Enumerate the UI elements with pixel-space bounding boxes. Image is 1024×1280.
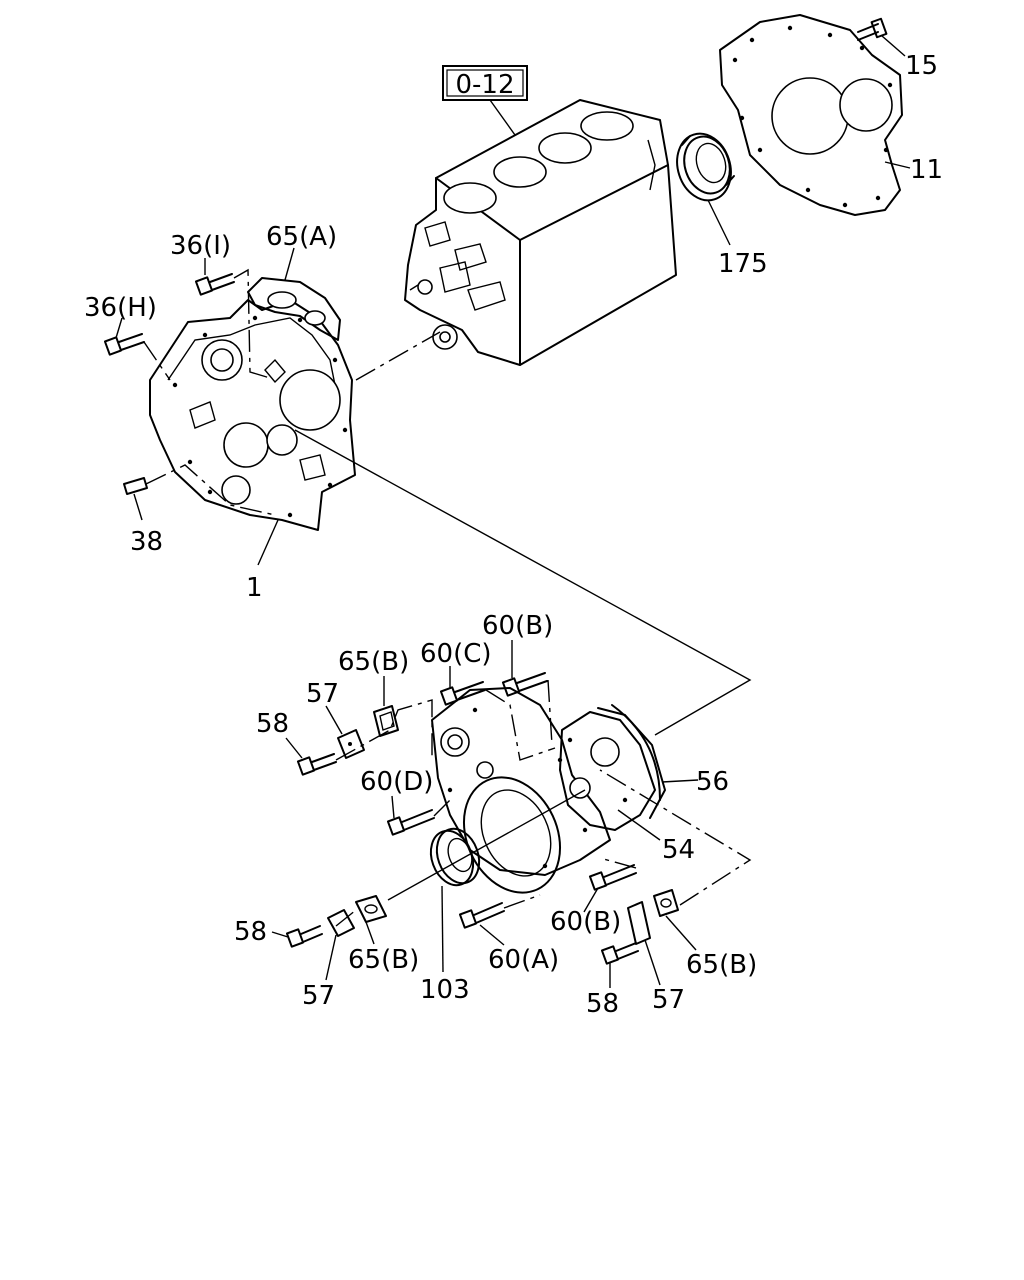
- callout-38[interactable]: 38: [130, 527, 163, 557]
- callout-1[interactable]: 1: [246, 573, 263, 603]
- leader-65a: [284, 247, 295, 281]
- leader-58-left: [271, 931, 289, 938]
- reference-box[interactable]: 0-12: [442, 65, 528, 101]
- assembly-line: [145, 464, 276, 516]
- assembly-line: [599, 857, 637, 869]
- assembly-line: [294, 429, 752, 736]
- bolt-icon: [296, 753, 337, 776]
- assembly-line: [547, 679, 553, 746]
- leader-36h: [115, 317, 123, 339]
- dowel-pin-icon: [123, 477, 148, 495]
- cover-plate-icon: [627, 901, 651, 945]
- callout-65b-left[interactable]: 65(B): [348, 945, 419, 975]
- callout-11[interactable]: 11: [910, 155, 943, 185]
- callout-36h[interactable]: 36(H): [84, 293, 157, 323]
- gasket-icon: [653, 889, 679, 917]
- leader-103: [441, 885, 444, 973]
- bolt-icon: [857, 17, 888, 41]
- callout-60c[interactable]: 60(C): [420, 639, 492, 669]
- callout-54[interactable]: 54: [662, 835, 695, 865]
- leader-57-right: [644, 939, 661, 986]
- bolt-icon: [194, 273, 235, 296]
- leader-60a: [479, 924, 505, 946]
- callout-58-bottom[interactable]: 58: [586, 989, 619, 1019]
- bolt-icon: [458, 902, 505, 929]
- reference-leader: [489, 99, 516, 136]
- leader-57-left: [325, 934, 337, 981]
- assembly-line: [335, 909, 357, 927]
- leader-65b-right: [665, 915, 697, 951]
- leader-58-top: [285, 737, 303, 759]
- leader-1: [257, 519, 279, 566]
- assembly-line: [485, 689, 556, 761]
- bolt-icon: [600, 942, 639, 965]
- assembly-line: [355, 331, 441, 381]
- bolt-icon: [285, 925, 323, 948]
- leader-175: [707, 199, 731, 246]
- leader-38: [133, 493, 143, 521]
- callout-57-left[interactable]: 57: [302, 981, 335, 1011]
- bolt-icon: [501, 672, 548, 697]
- bolt-icon: [588, 864, 637, 891]
- callout-36i[interactable]: 36(I): [170, 231, 231, 261]
- cover-plate-icon: [327, 909, 355, 937]
- assembly-line: [503, 894, 541, 909]
- callout-58-left[interactable]: 58: [234, 917, 267, 947]
- gasket-icon: [247, 277, 341, 341]
- callout-15[interactable]: 15: [905, 51, 938, 81]
- rear-oil-seal-icon: [676, 132, 735, 202]
- leader-54: [617, 809, 661, 841]
- callout-175[interactable]: 175: [718, 249, 768, 279]
- assembly-line: [335, 699, 433, 761]
- callout-56[interactable]: 56: [696, 767, 729, 797]
- front-plate-icon: [149, 299, 356, 531]
- gear-case-cover-icon: [431, 687, 611, 894]
- leader-60d: [391, 795, 395, 819]
- callout-65b-top[interactable]: 65(B): [338, 647, 409, 677]
- callout-65a[interactable]: 65(A): [266, 222, 337, 252]
- reference-box-label: 0-12: [455, 70, 514, 100]
- leader-15: [881, 35, 906, 57]
- flywheel-housing-plate-icon: [719, 14, 903, 216]
- leader-65b-left: [365, 921, 375, 945]
- callout-57-right[interactable]: 57: [652, 985, 685, 1015]
- callout-58-top[interactable]: 58: [256, 709, 289, 739]
- gasket-icon: [355, 895, 387, 923]
- bolt-icon: [439, 681, 486, 706]
- housing-icon: [559, 704, 666, 831]
- leader-56: [661, 779, 699, 783]
- callout-60a[interactable]: 60(A): [488, 945, 559, 975]
- assembly-line: [387, 789, 586, 901]
- callout-57-top[interactable]: 57: [306, 679, 339, 709]
- assembly-line: [433, 799, 451, 817]
- callout-103[interactable]: 103: [420, 975, 470, 1005]
- assembly-line: [143, 341, 171, 381]
- bolt-icon: [386, 809, 435, 836]
- leader-60b-mid: [583, 887, 599, 913]
- oil-seal-icon: [429, 827, 481, 887]
- leader-11: [884, 161, 911, 169]
- leader-57-top: [325, 705, 343, 735]
- callout-60b-top[interactable]: 60(B): [482, 611, 553, 641]
- assembly-line: [599, 769, 752, 906]
- callout-60b-mid[interactable]: 60(B): [550, 907, 621, 937]
- cover-plate-icon: [337, 729, 365, 759]
- assembly-line: [233, 268, 271, 379]
- gasket-icon: [373, 705, 399, 737]
- callout-60d[interactable]: 60(D): [360, 767, 433, 797]
- callout-65b-right[interactable]: 65(B): [686, 950, 757, 980]
- engine-block-icon: [404, 99, 677, 366]
- bolt-icon: [103, 333, 145, 356]
